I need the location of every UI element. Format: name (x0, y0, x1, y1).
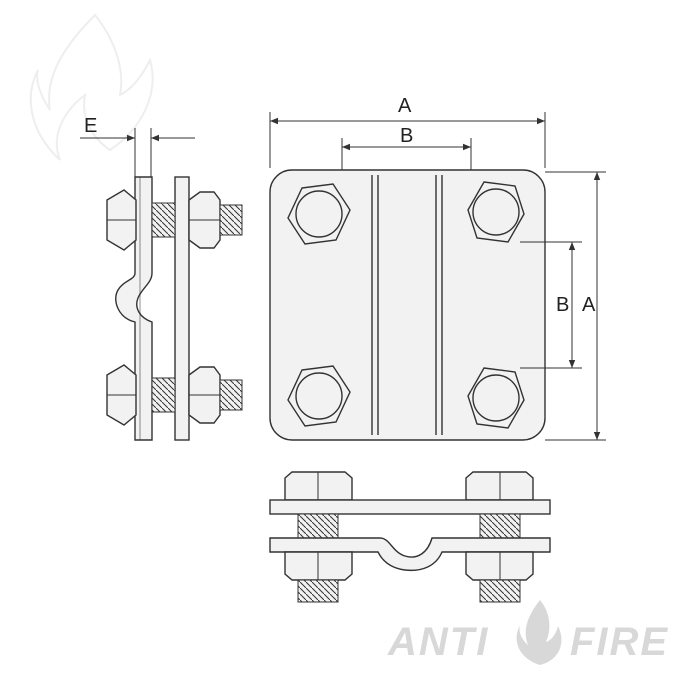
bottom-view-bolt-end-left (297, 579, 339, 603)
dim-e-label: E (84, 115, 97, 137)
bolt-top-right (467, 181, 525, 243)
lower-bolt-end (219, 379, 243, 411)
watermark-word-right: FIRE (570, 620, 669, 664)
dim-a-top-label: A (398, 95, 412, 117)
dim-b-top-label: B (400, 125, 413, 147)
watermark-word-left: ANTI (387, 620, 489, 664)
side-view: E (80, 115, 243, 441)
bottom-view-bolt-end-right (479, 579, 521, 603)
flame-watermark-icon (29, 13, 154, 161)
bottom-view (269, 471, 551, 603)
bolt-bottom-left (287, 365, 351, 427)
upper-bolt-end (219, 204, 243, 236)
front-view: A B B (269, 95, 606, 441)
left-plate (115, 176, 153, 441)
bolt-top-left (287, 183, 351, 245)
bottom-view-thread-left (297, 513, 339, 539)
bottom-view-thread-right (479, 513, 521, 539)
dim-a-right-label: A (582, 294, 596, 316)
dim-b-right-label: B (556, 294, 569, 316)
bottom-view-lower-plate (269, 537, 551, 572)
flame-logo-icon (516, 600, 562, 665)
lower-bolt-thread (151, 377, 176, 413)
bottom-view-upper-plate (269, 499, 551, 515)
antifire-watermark: ANTI FIRE (387, 600, 669, 665)
upper-bolt-thread (151, 202, 176, 238)
bolt-bottom-right (467, 367, 525, 429)
right-plate (174, 176, 190, 441)
